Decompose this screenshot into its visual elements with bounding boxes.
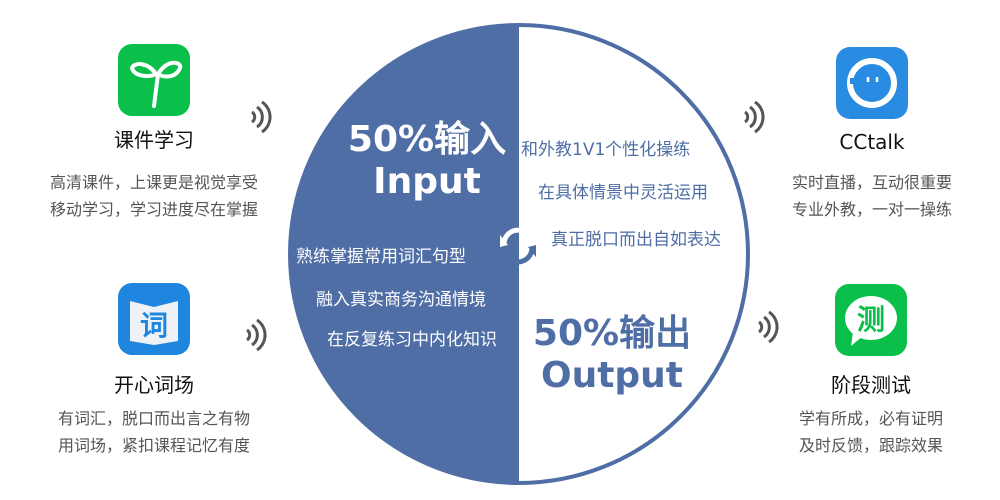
input-point: 熟练掌握常用词汇句型 [296,247,466,267]
input-subtitle: Input [373,161,481,202]
feature-desc: 高清课件，上课更是视觉享受移动学习，学习进度尽在掌握 [49,173,258,219]
signal-icon [245,318,267,352]
feature-desc: 有词汇，脱口而出言之有物用词场，紧扣课程记忆有度 [57,409,250,455]
feature-desc: 学有所成，必有证明及时反馈，跟踪效果 [798,409,943,455]
output-subtitle: Output [540,355,684,396]
svg-text:词: 词 [140,309,168,342]
output-title: 50%输出 [532,313,692,354]
feature-title: 开心词场 [114,373,194,397]
output-point: 和外教1V1个性化操练 [521,140,691,160]
signal-icon [743,100,765,134]
cctalk-face-icon[interactable] [836,47,908,119]
signal-icon [250,100,272,134]
output-point: 在具体情景中灵活运用 [538,183,708,203]
svg-text:测: 测 [857,303,885,336]
cycle-arrows-icon [500,227,536,265]
input-point: 在反复练习中内化知识 [327,330,497,350]
feature-title: 阶段测试 [831,373,911,397]
feature-desc: 实时直播，互动很重要专业外教，一对一操练 [791,173,952,219]
signal-icon [757,310,779,344]
book-ci-icon[interactable]: 词 [118,283,190,355]
test-bubble-icon[interactable]: 测 [835,284,907,356]
input-point: 融入真实商务沟通情境 [316,290,486,310]
feature-title: CCtalk [839,130,905,154]
output-point: 真正脱口而出自如表达 [551,230,721,250]
feature-title: 课件学习 [114,128,194,152]
input-title: 50%输入 [347,119,507,160]
sprout-icon[interactable] [118,44,190,116]
input-output-circle [288,23,750,485]
